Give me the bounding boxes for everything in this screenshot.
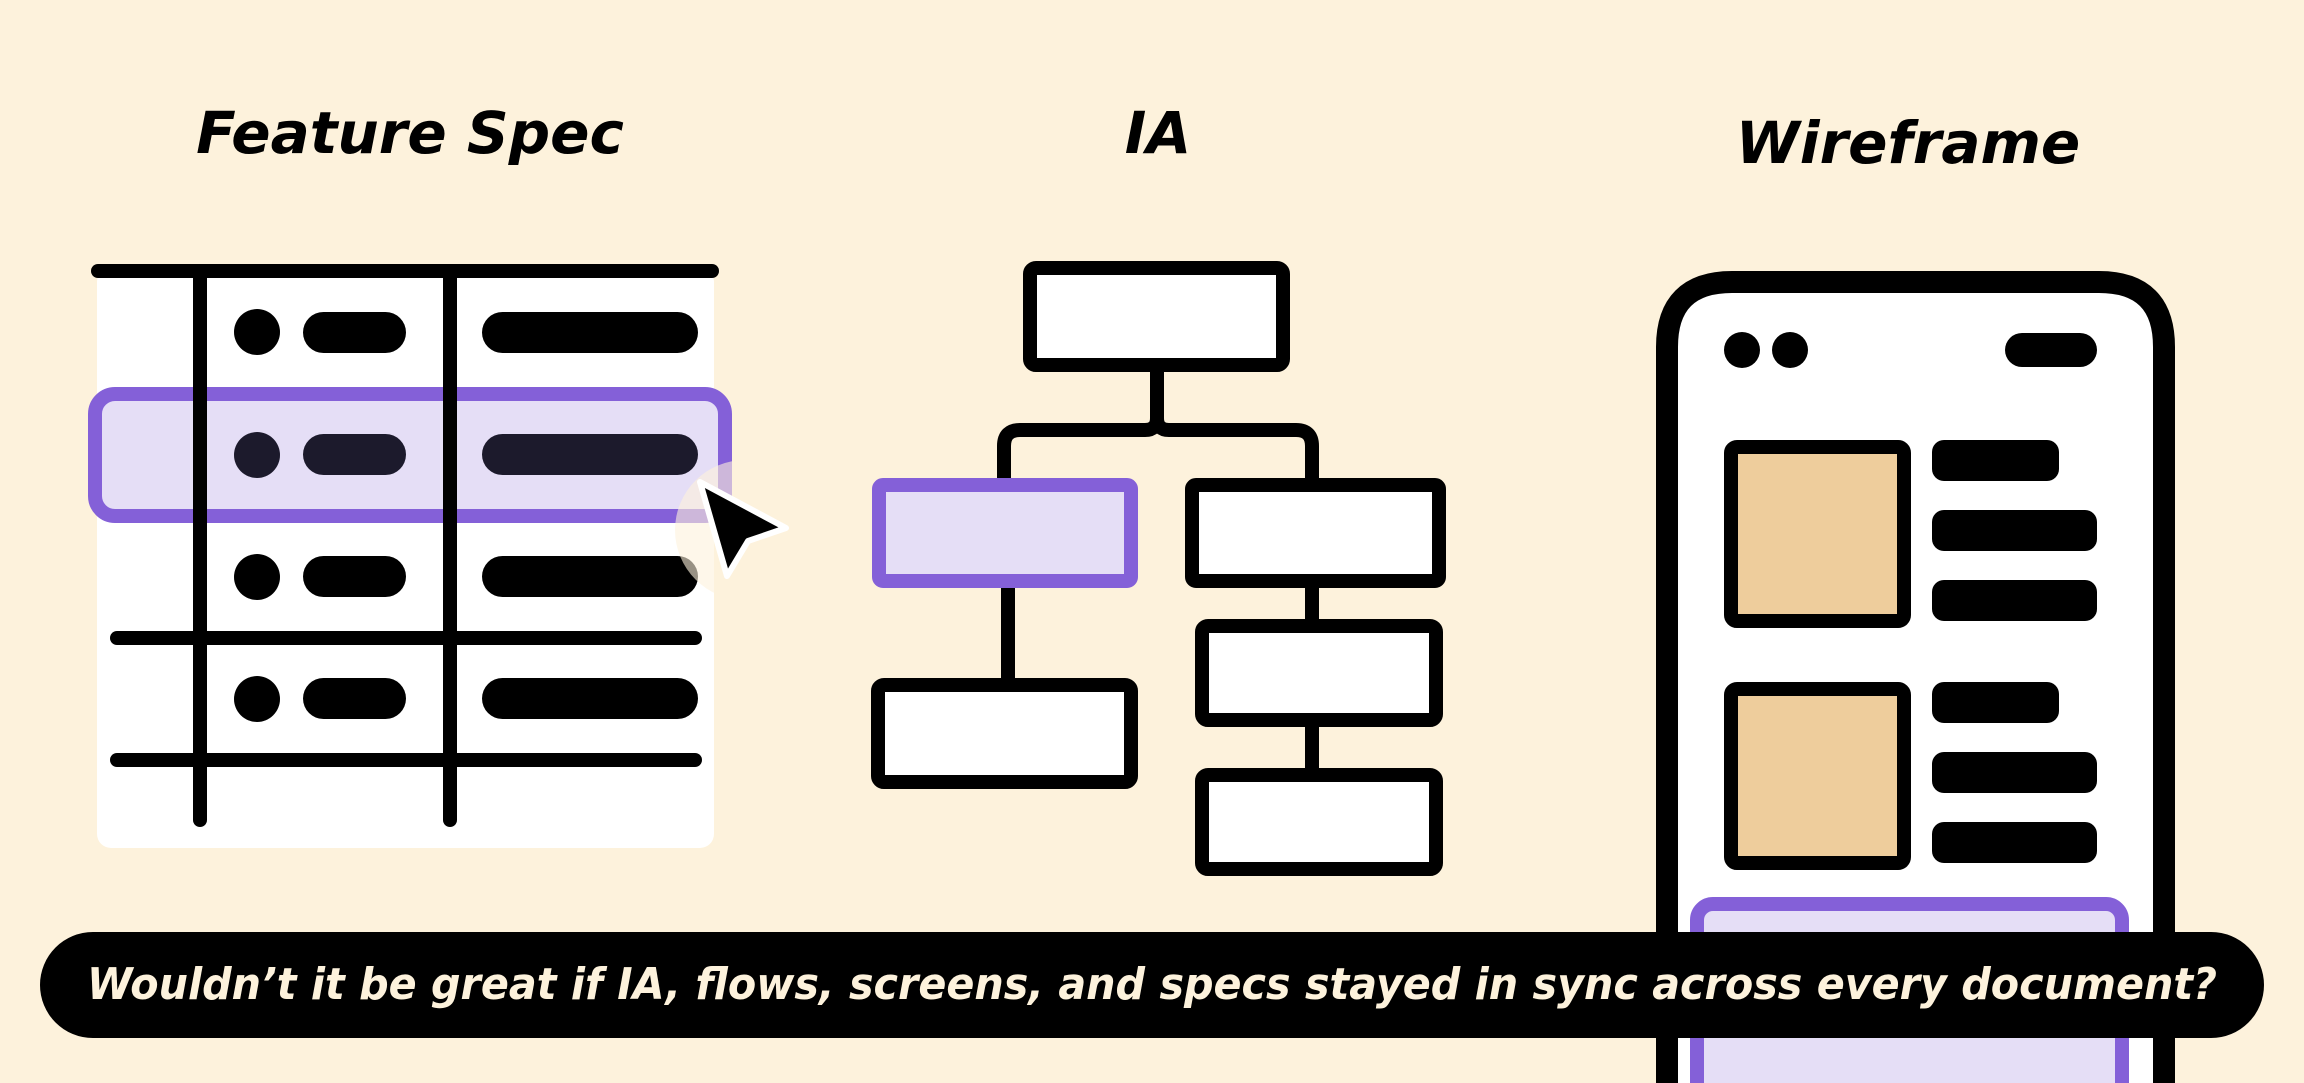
list-item [1724, 440, 2097, 628]
text-placeholder [1932, 682, 2059, 723]
row-bullet-icon [234, 554, 280, 600]
text-placeholder [1932, 510, 2097, 551]
image-placeholder [1724, 440, 1911, 628]
window-dot-icon [1772, 332, 1808, 368]
feature-spec-table [88, 264, 815, 848]
row-text-placeholder [482, 312, 698, 353]
row-text-placeholder [482, 556, 698, 597]
row-bullet-icon [234, 309, 280, 355]
row-text-placeholder [482, 434, 698, 475]
arrow-cursor-icon [675, 460, 815, 600]
table-row [234, 554, 698, 600]
feature-spec-title: Feature Spec [196, 99, 624, 167]
row-bullet-icon [234, 676, 280, 722]
table-row [234, 309, 698, 355]
ia-node [1195, 619, 1443, 727]
list-item [1724, 682, 2097, 870]
text-placeholder [1932, 580, 2097, 621]
table-row [234, 432, 698, 478]
text-placeholder [1932, 822, 2097, 863]
ia-node [1185, 478, 1446, 588]
text-placeholder [1932, 752, 2097, 793]
ia-node-root [1023, 261, 1290, 372]
row-text-placeholder [482, 678, 698, 719]
image-placeholder [1724, 682, 1911, 870]
tree-connectors [997, 368, 1319, 770]
text-placeholder [1932, 440, 2059, 481]
caption-text: Wouldn’t it be great if IA, flows, scree… [87, 959, 2217, 1010]
ia-node-selected [872, 478, 1138, 588]
ia-title: IA [1125, 99, 1191, 167]
row-text-placeholder [303, 556, 406, 597]
window-dot-icon [1724, 332, 1760, 368]
ia-node [1195, 768, 1443, 876]
row-bullet-icon [234, 432, 280, 478]
ia-tree-diagram [871, 261, 1446, 876]
row-text-placeholder [303, 434, 406, 475]
selected-row-highlight [88, 387, 732, 523]
row-text-placeholder [303, 312, 406, 353]
row-text-placeholder [303, 678, 406, 719]
caption-pill [40, 932, 2264, 1038]
wireframe-title: Wireframe [1736, 109, 2081, 177]
caption-banner: Wouldn’t it be great if IA, flows, scree… [40, 932, 2264, 1038]
ia-node [871, 678, 1138, 789]
table-row [234, 676, 698, 722]
header-pill-placeholder [2005, 333, 2097, 367]
